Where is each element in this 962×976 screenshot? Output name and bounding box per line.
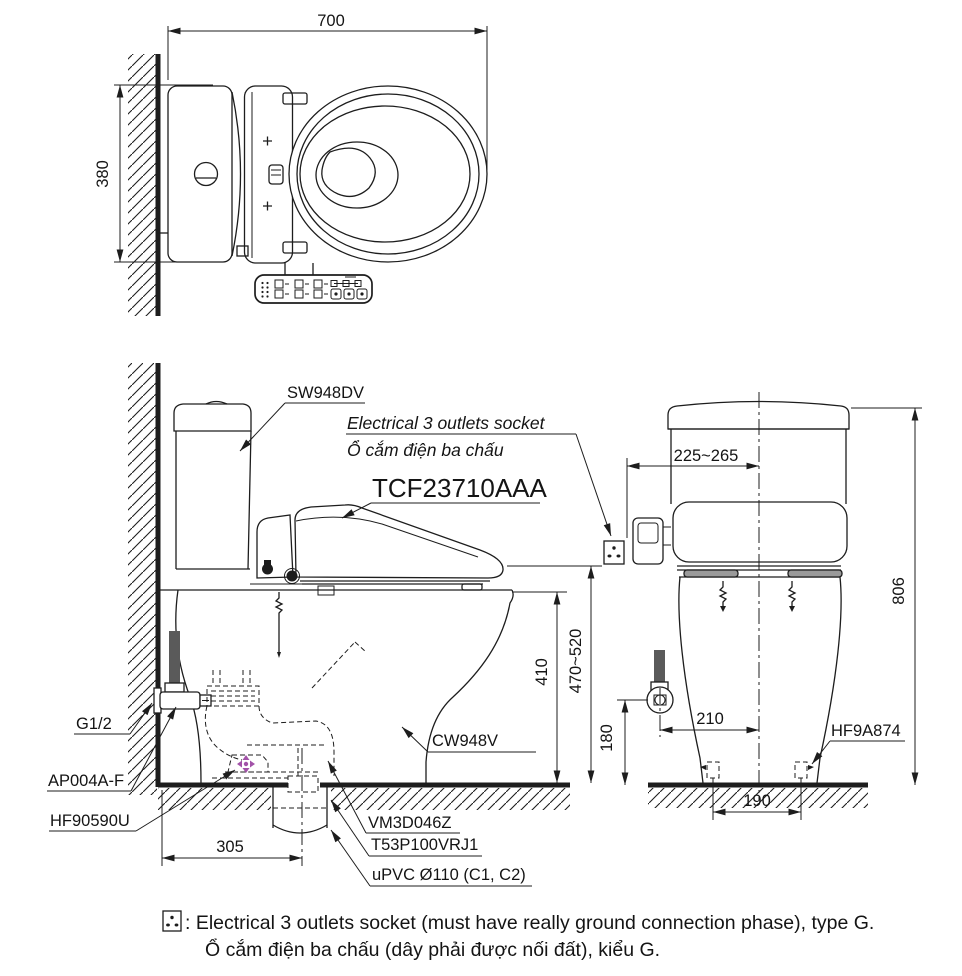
- floor-section-rear: [648, 782, 868, 808]
- panel-mode-buttons: [330, 288, 368, 300]
- dimension-bolt-pitch: 190: [712, 778, 802, 820]
- seat-lid-top: [288, 85, 488, 263]
- hinge-bottom: [282, 241, 308, 254]
- label-floor-bolt: HF9A874: [811, 722, 905, 765]
- water-surface: [321, 147, 376, 198]
- svg-text:CW948V: CW948V: [432, 732, 498, 750]
- label-bowl: CW948V: [401, 726, 536, 753]
- dimension-socket-offset: 225~265: [626, 447, 759, 538]
- trapway-hidden: [204, 641, 367, 793]
- dim-210: 210: [696, 710, 724, 728]
- inlet-box-rear: [632, 517, 671, 565]
- panel-button-groups: [274, 279, 328, 299]
- label-stop-valve: AP004A-F: [47, 706, 177, 792]
- bowl-opening: [315, 141, 399, 209]
- seat-rear: [672, 501, 848, 612]
- dimension-width-700: 700: [167, 12, 488, 170]
- dim-470-520: 470~520: [567, 629, 585, 694]
- wall-section-side: [128, 363, 161, 795]
- footnote-en: : Electrical 3 outlets socket (must have…: [185, 912, 874, 934]
- dim-305: 305: [216, 838, 244, 856]
- label-joint: T53P100VRJ1: [330, 799, 482, 857]
- bowl-rear: [678, 576, 842, 784]
- hinge-bolt-side: [262, 563, 273, 575]
- label-gasket: HF90590U: [49, 769, 236, 832]
- svg-text:Electrical 3 outlets socket: Electrical 3 outlets socket: [347, 413, 546, 433]
- svg-text:HF9A874: HF9A874: [831, 722, 901, 740]
- footnote: : Electrical 3 outlets socket (must have…: [162, 910, 874, 961]
- washlet-side: [250, 504, 504, 658]
- tank-rear: [667, 400, 850, 504]
- side-view: 305 410 470~520 SW948DV Electrical 3 out…: [47, 363, 612, 887]
- label-flange: VM3D046Z: [327, 760, 460, 834]
- label-tank: SW948DV: [239, 384, 365, 452]
- wall-section-top: [128, 54, 161, 316]
- svg-text:AP004A-F: AP004A-F: [48, 772, 124, 790]
- flush-button: [193, 161, 219, 187]
- dimension-valve-offset: 210: [660, 710, 759, 734]
- hinge-top: [282, 92, 308, 105]
- tank-top: [157, 85, 242, 263]
- panel-slider: [330, 276, 362, 287]
- dimension-overall-height: 806: [851, 407, 922, 785]
- label-pipe: uPVC Ø110 (C1, C2): [330, 829, 532, 887]
- floor-section-side: [158, 782, 570, 810]
- supply-hose: [274, 592, 284, 652]
- svg-text:uPVC Ø110 (C1, C2): uPVC Ø110 (C1, C2): [372, 866, 526, 884]
- panel-dot-grid: [261, 281, 269, 298]
- top-view: 700 380: [94, 12, 488, 316]
- svg-text:VM3D046Z: VM3D046Z: [368, 814, 451, 832]
- washlet-top-details: [236, 92, 308, 257]
- svg-text:TCF23710AAA: TCF23710AAA: [372, 473, 548, 503]
- drain-pipe: [272, 748, 328, 866]
- svg-text:G1/2: G1/2: [76, 715, 112, 733]
- seat-bolt-left: [718, 581, 728, 606]
- svg-text:T53P100VRJ1: T53P100VRJ1: [371, 836, 478, 854]
- stop-valve-side: [153, 631, 212, 714]
- svg-text:HF90590U: HF90590U: [50, 812, 130, 830]
- dim-190: 190: [743, 792, 771, 810]
- label-socket: Electrical 3 outlets socket Ổ cắm điện b…: [346, 413, 612, 537]
- socket-legend-icon: [162, 910, 182, 932]
- dimension-seat-height-470-520: 470~520: [507, 565, 602, 783]
- dim-180: 180: [598, 724, 616, 752]
- footnote-vi: Ổ cắm điện ba chấu (dây phải được nối đấ…: [205, 937, 660, 961]
- label-supply: G1/2: [74, 702, 153, 735]
- nozzle: [268, 164, 284, 185]
- seat-bolt-right: [787, 581, 797, 606]
- dim-410: 410: [533, 658, 551, 686]
- dim-806: 806: [890, 577, 908, 605]
- dim-225-265: 225~265: [674, 447, 739, 465]
- floor-bolt-right: [794, 761, 808, 779]
- bowl-side: [160, 589, 514, 784]
- rear-view: 225~265 806 180 210 190 HF9A874: [598, 392, 922, 820]
- dim-380: 380: [94, 160, 112, 188]
- dimension-valve-height: 180: [598, 699, 648, 785]
- seat-bumper: [461, 583, 483, 591]
- dimension-rim-height-410: 410: [512, 591, 567, 783]
- mount-marks: [263, 136, 272, 211]
- socket-rear: [603, 540, 625, 565]
- dimension-depth-380: 380: [94, 84, 213, 263]
- label-seat-model: TCF23710AAA: [341, 473, 548, 519]
- svg-text:Ổ cắm điện ba chấu: Ổ cắm điện ba chấu: [347, 439, 504, 460]
- position-marker: [237, 755, 255, 773]
- floor-bolt-left: [706, 761, 720, 779]
- dimension-rough-in-305: 305: [161, 790, 302, 866]
- svg-text:SW948DV: SW948DV: [287, 384, 364, 402]
- tank-side: [173, 400, 252, 570]
- dim-700: 700: [317, 12, 345, 30]
- remote-control-panel: [254, 263, 373, 304]
